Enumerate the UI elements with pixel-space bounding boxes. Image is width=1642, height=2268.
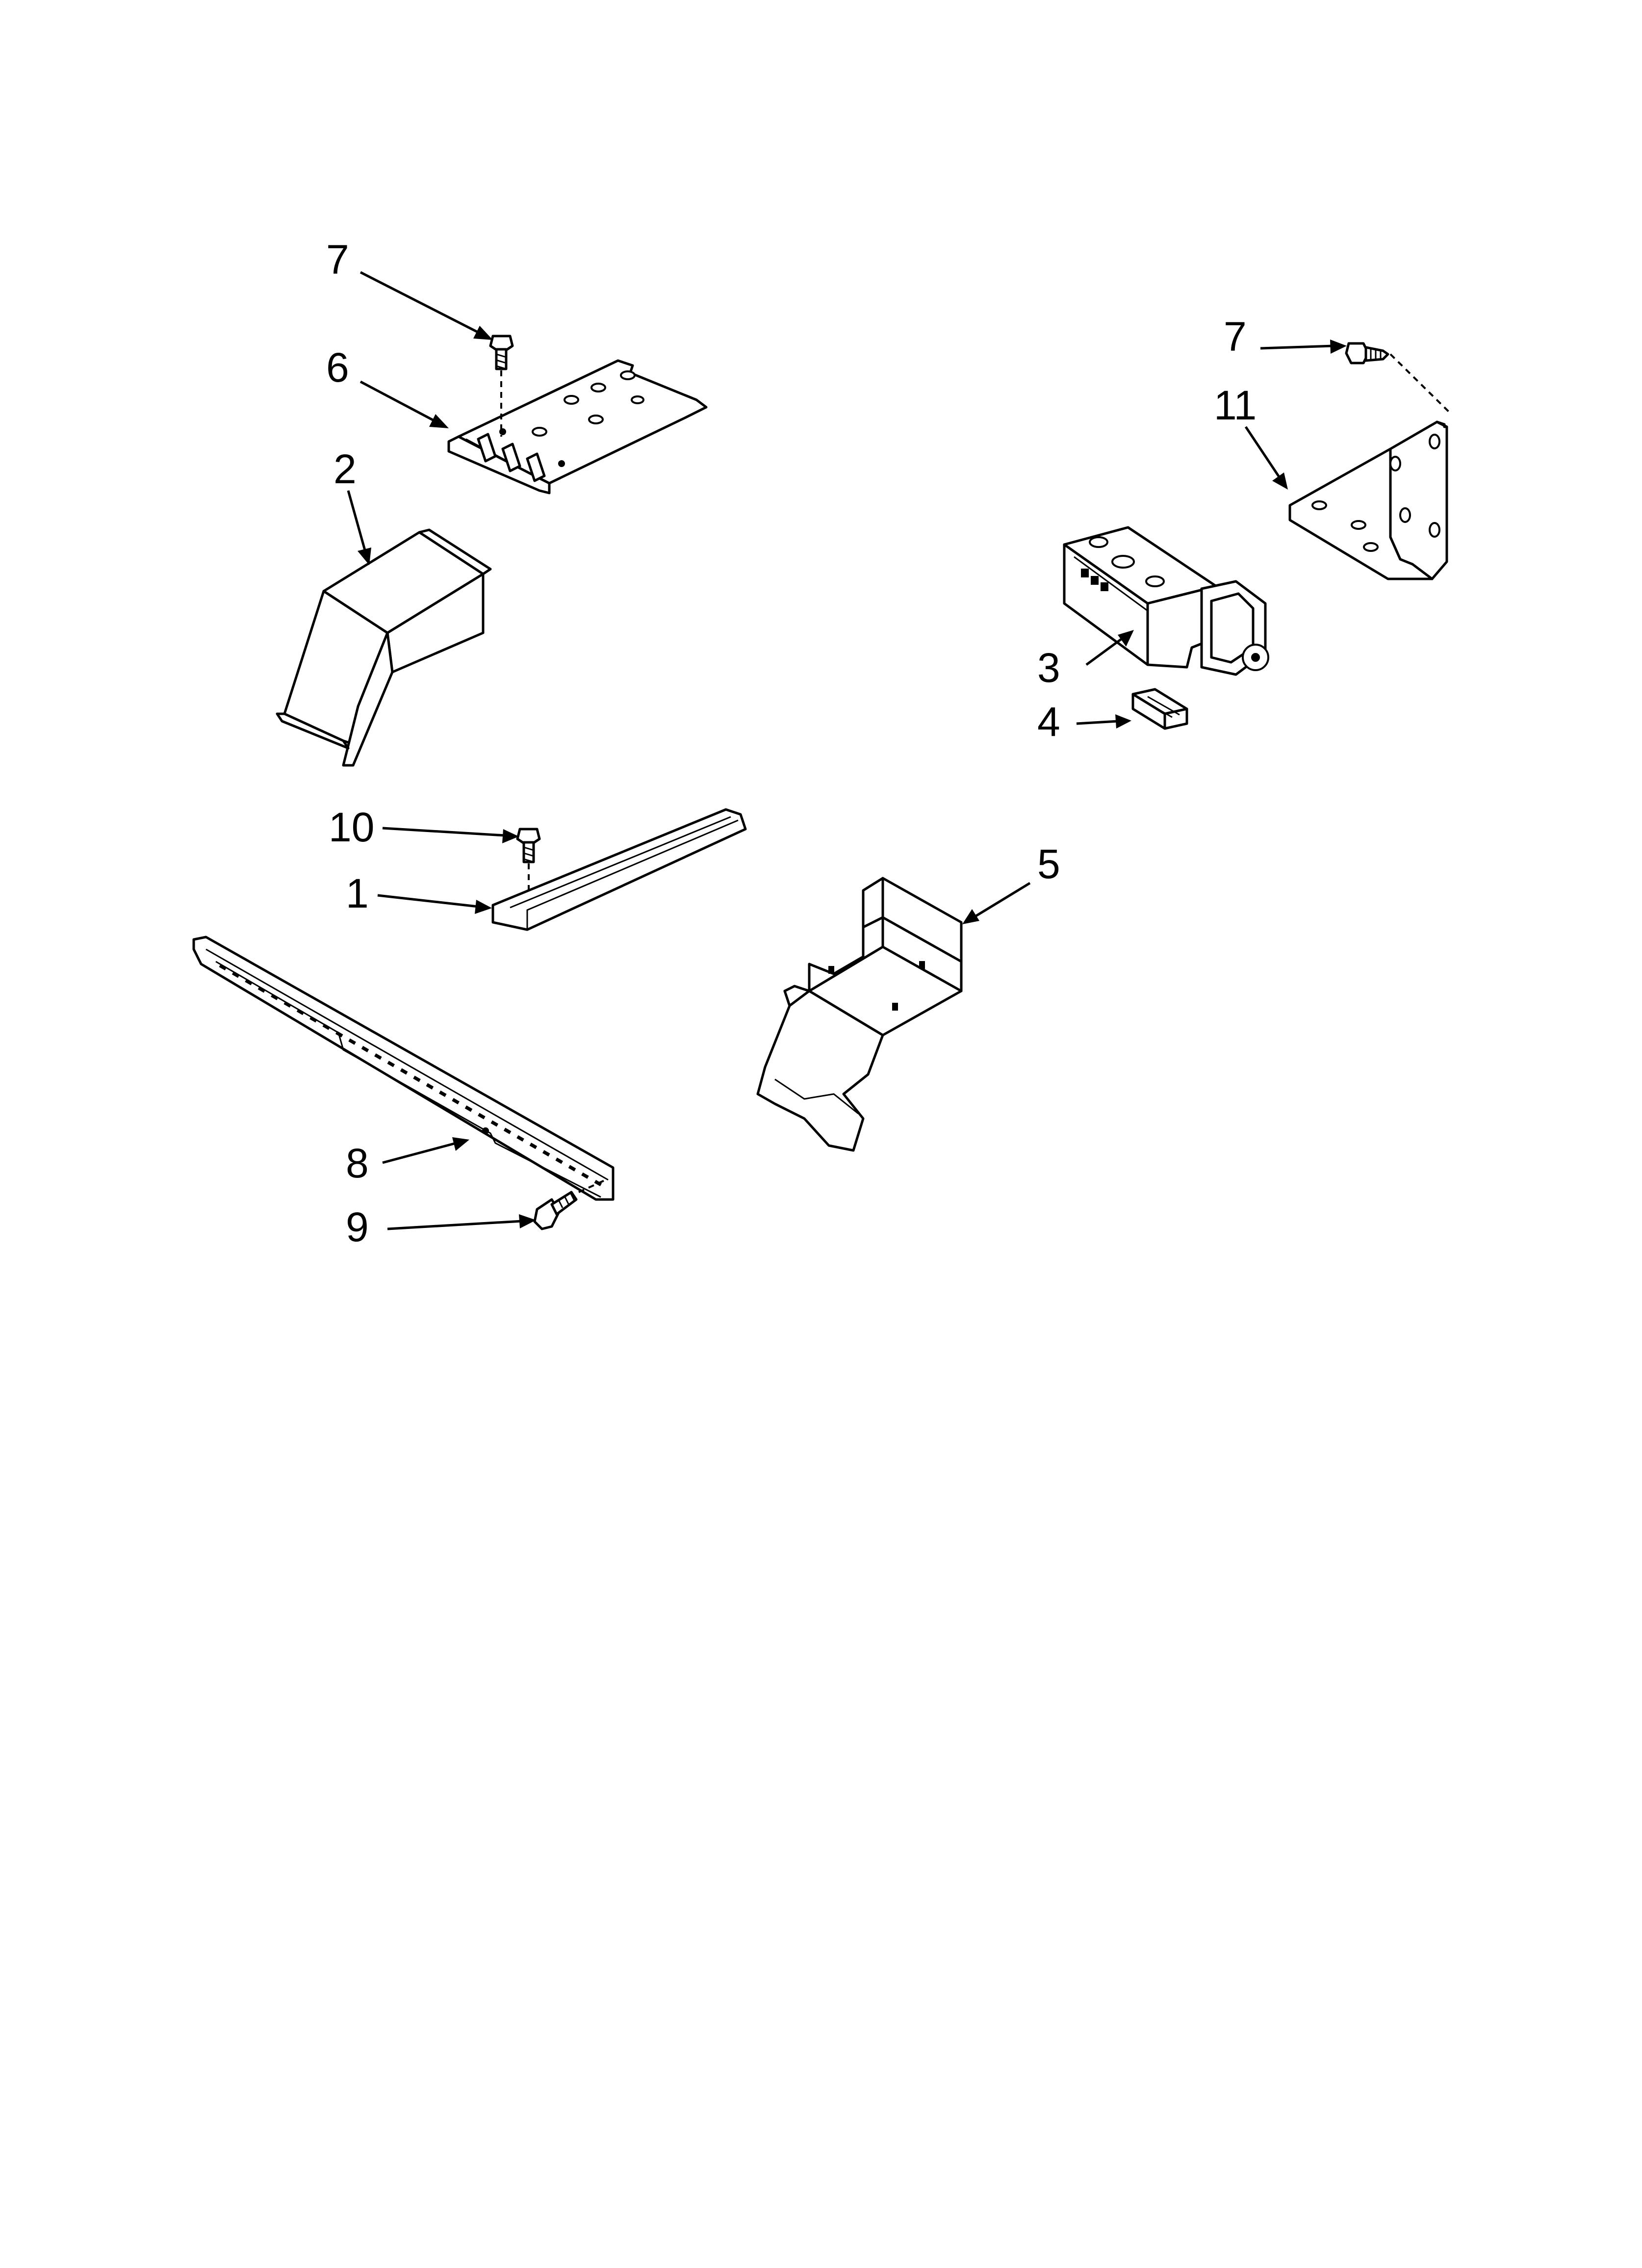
rail-slot [478, 1113, 486, 1120]
rail-slot [426, 1083, 434, 1090]
rail-slot [257, 986, 266, 993]
rail-slot [348, 1038, 356, 1045]
rail-slot [335, 1031, 343, 1038]
rail-slot [245, 979, 253, 986]
rail-slot [219, 964, 227, 971]
callout-labels: 7 6 2 10 1 8 9 7 11 3 4 5 [326, 236, 1257, 1250]
rail-slot [387, 1061, 395, 1068]
leader-11 [1244, 426, 1288, 490]
part-10-screw [516, 828, 541, 910]
part-9-screw [533, 1179, 606, 1230]
leader-2 [347, 490, 371, 565]
rail-slot [400, 1068, 408, 1075]
leader-1 [377, 894, 492, 914]
rail-slot [568, 1165, 576, 1172]
rail-slot [555, 1157, 563, 1164]
rail-slot [452, 1098, 460, 1105]
rail-slot [283, 1001, 292, 1008]
leader-8 [382, 1137, 469, 1164]
rail-slot [374, 1053, 382, 1060]
part-7-screw-right [1345, 342, 1453, 416]
rail-slot [529, 1143, 538, 1149]
part-2-duct-cover [276, 528, 492, 767]
callout-3: 3 [1037, 645, 1060, 691]
rail-slot [271, 993, 279, 1000]
part-8-long-rail [192, 936, 615, 1201]
callout-8: 8 [346, 1140, 369, 1186]
callout-10: 10 [329, 804, 374, 850]
leader-7a [359, 271, 493, 340]
part-1-shield-strip [491, 808, 747, 931]
callout-9: 9 [346, 1204, 369, 1250]
part-5-cradle-bracket [756, 877, 963, 1152]
rail-slot [490, 1120, 499, 1127]
callout-2: 2 [334, 446, 357, 492]
rail-slots [219, 964, 602, 1187]
rail-slot [516, 1135, 524, 1142]
leader-3 [1085, 630, 1134, 666]
leader-9 [387, 1214, 536, 1230]
rail-slot [542, 1150, 550, 1157]
rail-slot [413, 1075, 421, 1082]
part-6-mounting-plate [447, 359, 708, 495]
callout-7a: 7 [326, 236, 349, 283]
leader-4 [1076, 714, 1131, 729]
callout-6: 6 [326, 344, 349, 391]
rail-slot [322, 1023, 331, 1030]
callout-7b: 7 [1224, 313, 1247, 360]
rail-slot [464, 1105, 473, 1112]
leader-lines [347, 271, 1347, 1230]
callout-1: 1 [346, 870, 369, 916]
leader-10 [382, 827, 519, 843]
callout-11: 11 [1214, 382, 1257, 428]
rail-slot [231, 971, 240, 978]
part-11-angle-bracket [1288, 420, 1448, 580]
rail-slot [309, 1016, 317, 1023]
rail-slot [581, 1172, 589, 1179]
rail-slot [361, 1045, 369, 1052]
part-7-screw-left [489, 335, 514, 437]
callout-4: 4 [1037, 699, 1060, 745]
part-4-connector [1131, 688, 1188, 730]
rail-slot [503, 1127, 512, 1134]
rail-slot [594, 1180, 602, 1187]
callout-5: 5 [1037, 841, 1060, 887]
leader-5 [962, 882, 1031, 924]
part-3-gas-valve [1063, 526, 1269, 676]
rail-slot [296, 1009, 305, 1016]
rail-slot [438, 1090, 447, 1097]
leader-6 [359, 380, 449, 428]
leader-7b [1260, 339, 1347, 354]
